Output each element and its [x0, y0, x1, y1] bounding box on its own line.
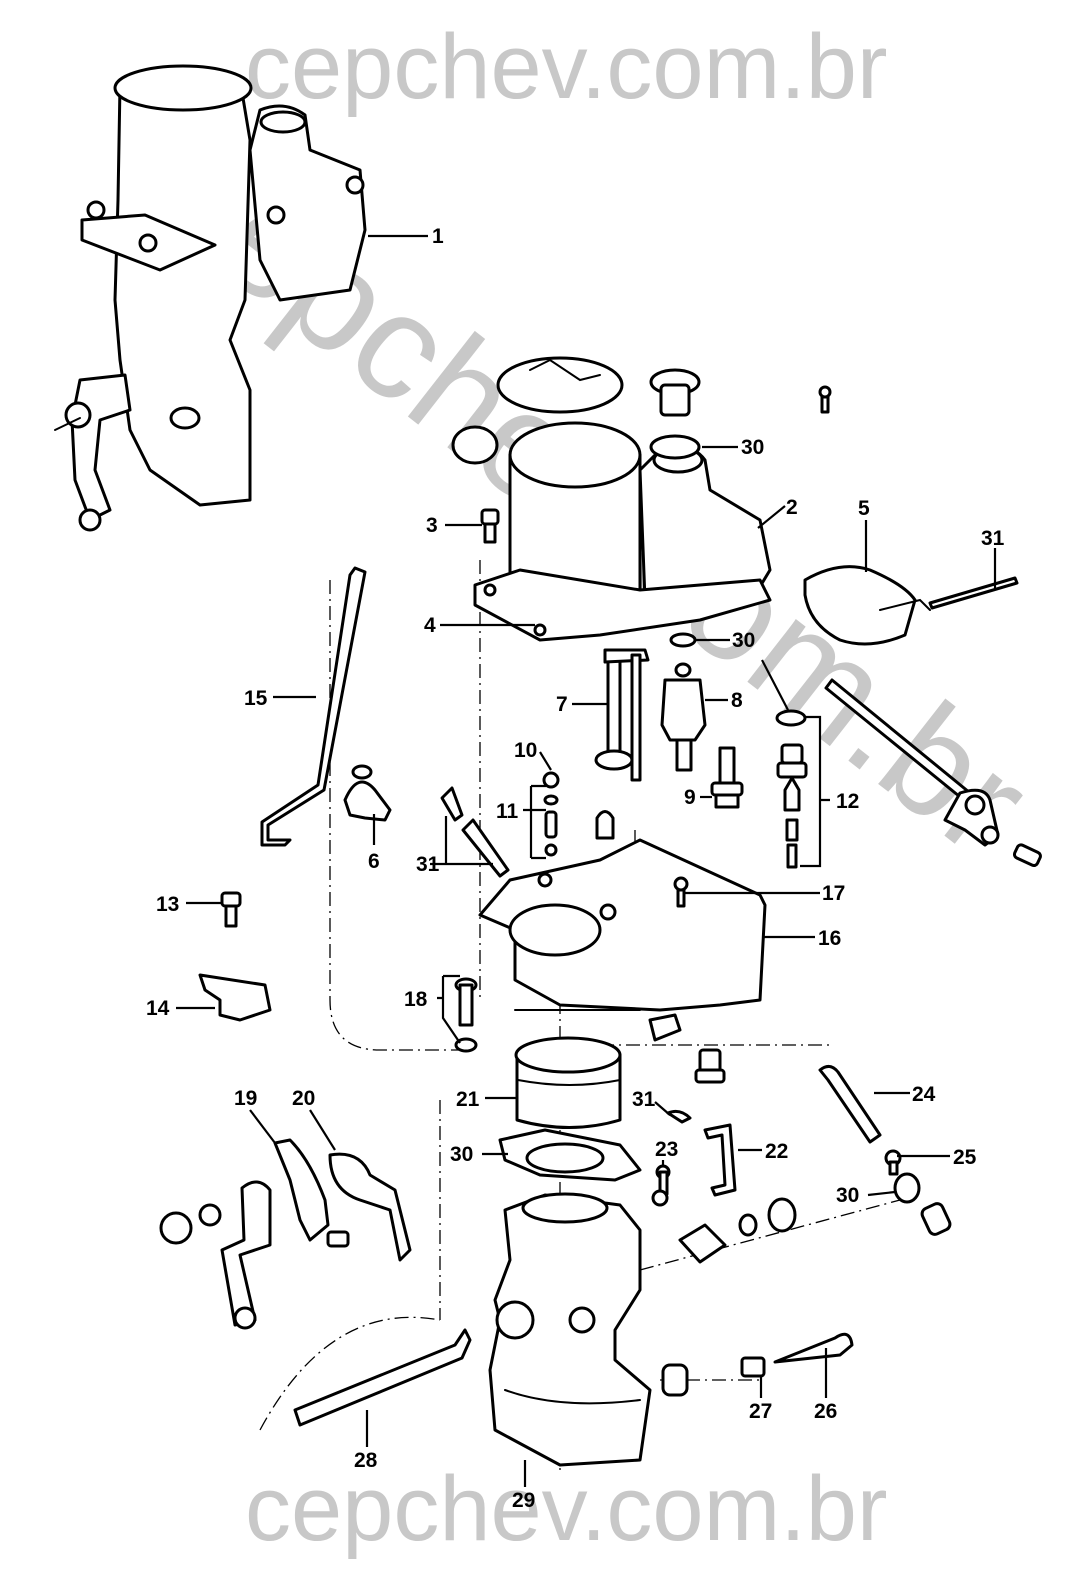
part-6-cam: [343, 764, 392, 822]
part-21-venturi: [514, 1036, 622, 1129]
callout-5: 5: [858, 497, 870, 520]
part-16-main-body: [478, 838, 767, 1042]
part-23-link: [651, 1164, 671, 1207]
callout-17: 17: [822, 882, 845, 905]
part-3-screw: [480, 508, 500, 544]
part-18-screw: [454, 977, 478, 1053]
callout-30-flange: 30: [450, 1143, 473, 1166]
callout-4: 4: [424, 614, 436, 637]
callout-2: 2: [786, 496, 798, 519]
part-10-11-check-valve: [542, 771, 560, 857]
callout-14: 14: [146, 997, 170, 1020]
callout-11: 11: [496, 800, 519, 823]
part-15-rod: [260, 566, 367, 847]
fitting-right: [920, 1202, 952, 1236]
part-29-throttle-body: [488, 1192, 652, 1467]
part-19-plate: [273, 1138, 330, 1242]
callout-25: 25: [953, 1146, 977, 1169]
part-31-clip: [666, 1109, 692, 1124]
callout-30-washer-c: 30: [836, 1184, 859, 1207]
fitting-bottom: [661, 1363, 689, 1397]
callout-20: 20: [292, 1087, 315, 1110]
callout-24: 24: [912, 1083, 936, 1106]
watermark-bottom: cepchev.com.br: [245, 1458, 888, 1560]
part-9-jet: [710, 746, 744, 809]
part-30-flange-gasket: [498, 1128, 642, 1182]
part-13-screw: [220, 891, 242, 928]
part-12-needle-assembly: [776, 743, 808, 869]
callout-27: 27: [749, 1400, 772, 1423]
callout-31-pins: 31: [416, 853, 440, 876]
part-2-air-horn: [473, 421, 772, 642]
callout-6: 6: [368, 850, 380, 873]
callout-13: 13: [156, 893, 179, 916]
small-screw-top-right: [818, 385, 832, 414]
part-31-pin-a: [440, 786, 464, 822]
part-25-screw: [884, 1149, 902, 1176]
part-30-gasket-top: [649, 434, 701, 460]
float-bowl-plug: [649, 368, 701, 417]
callouts: 1 2 3 4 5 6 7 8 9 10 11 12 13 14 15 16 1…: [146, 225, 1005, 1512]
leader-lines: [176, 234, 997, 1487]
part-20-plate: [328, 1152, 412, 1262]
part-8-valve-seat: [660, 662, 707, 772]
callout-15: 15: [244, 687, 268, 710]
callout-12: 12: [836, 790, 859, 813]
drain-plug: [694, 1048, 726, 1084]
callout-31-float-pin: 31: [981, 527, 1005, 550]
callout-29: 29: [512, 1489, 535, 1512]
part-30-washer-a: [669, 632, 697, 648]
part-22-tube: [703, 1123, 737, 1197]
callout-30-gasket-top: 30: [741, 436, 764, 459]
callout-1: 1: [432, 225, 444, 248]
part-24-screw: [818, 1065, 882, 1144]
part-31-float-pin: [928, 576, 1019, 610]
part-30-washer-c: [893, 1172, 921, 1204]
callout-3: 3: [426, 514, 438, 537]
part-27-spring: [740, 1356, 766, 1378]
callout-18: 18: [404, 988, 428, 1011]
part-14-bracket: [198, 973, 272, 1022]
callout-26: 26: [814, 1400, 837, 1423]
choke-plate: [496, 356, 624, 414]
bushing: [451, 425, 499, 465]
throttle-lever-left: [159, 1180, 350, 1330]
part-5-float: [803, 565, 931, 646]
throttle-lever-right: [824, 678, 1042, 868]
callout-22: 22: [765, 1140, 788, 1163]
callout-9: 9: [684, 786, 696, 809]
part-28-throttle-shaft: [293, 1328, 472, 1427]
part-17-screw: [673, 876, 689, 908]
part-30-washer-b: [775, 709, 807, 727]
callout-16: 16: [818, 927, 841, 950]
watermark-top: cepchev.com.br: [245, 16, 888, 118]
callout-8: 8: [731, 689, 743, 712]
callout-19: 19: [234, 1087, 257, 1110]
callout-23: 23: [655, 1138, 678, 1161]
callout-7: 7: [556, 693, 568, 716]
callout-21: 21: [456, 1088, 480, 1111]
callout-28: 28: [354, 1449, 378, 1472]
bushing-and-washers: [678, 1197, 797, 1264]
part-31-pin-b: [461, 818, 510, 878]
plug: [595, 810, 615, 840]
part-26-mixture-screw: [773, 1332, 854, 1364]
part-1-carburetor-assembly: [54, 64, 367, 532]
callout-10: 10: [514, 739, 537, 762]
callout-30-washer-a: 30: [732, 629, 755, 652]
part-7-pump-plunger: [594, 648, 650, 782]
callout-31-clip: 31: [632, 1088, 656, 1111]
